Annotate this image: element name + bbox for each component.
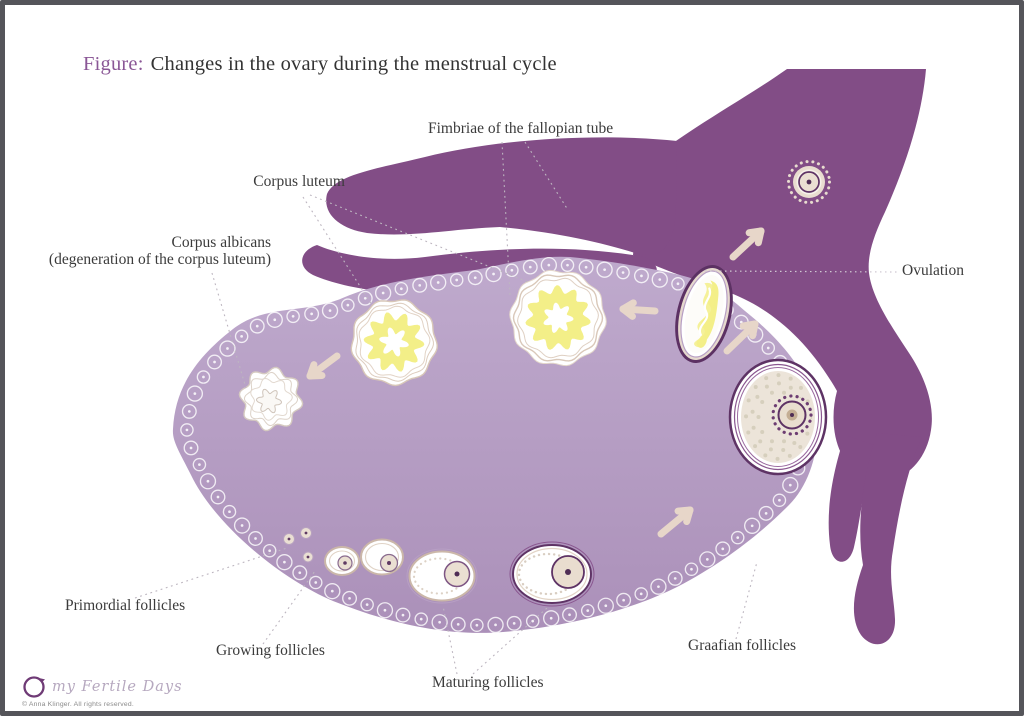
flow-arrow: [723, 320, 759, 355]
flow-arrow: [619, 299, 659, 320]
label-ovulation: Ovulation: [902, 262, 964, 279]
brand-logo: my Fertile Days: [21, 673, 183, 700]
label-maturing-follicles: Maturing follicles: [432, 674, 544, 691]
primordial-follicles: [283, 527, 314, 563]
corpus-albicans: [238, 366, 304, 432]
leader-maturing-2: [472, 607, 548, 675]
flow-arrow: [306, 352, 341, 380]
label-corpus-albicans: Corpus albicans (degeneration of the cor…: [48, 234, 271, 268]
flow-arrow: [657, 506, 694, 538]
flow-arrow: [729, 227, 765, 261]
figure-title-text: Changes in the ovary during the menstrua…: [150, 53, 557, 75]
label-fimbriae: Fimbriae of the fallopian tube: [428, 120, 614, 137]
label-corpus-luteum: Corpus luteum: [253, 173, 345, 190]
growing-follicle-large: [360, 538, 404, 576]
ovulated-egg: [787, 160, 831, 204]
copyright-text: © Anna Klinger. All rights reserved.: [22, 701, 134, 708]
figure-title: Figure: Changes in the ovary during the m…: [83, 53, 557, 76]
leader-maturing-1: [442, 605, 458, 675]
cycle-ring-icon: [23, 676, 45, 698]
figure-title-prefix: Figure:: [83, 53, 144, 75]
leader-growing: [262, 570, 316, 645]
ovary-body: [172, 256, 818, 633]
leader-primordial: [134, 547, 288, 599]
label-corpus-albicans-line2: (degeneration of the corpus luteum): [48, 250, 271, 268]
leader-fimbriae-1: [501, 141, 511, 296]
label-corpus-albicans-line1: Corpus albicans: [171, 234, 271, 251]
corpus-luteum-degenerating: [350, 299, 438, 387]
maturing-follicle-large: [509, 541, 595, 607]
growing-follicle-small: [324, 546, 360, 576]
brand-name: my Fertile Days: [52, 678, 183, 695]
label-graafian-follicles: Graafian follicles: [688, 637, 797, 654]
label-growing-follicles: Growing follicles: [216, 642, 325, 659]
corpus-luteum: [509, 269, 607, 367]
maturing-follicle-small: [406, 548, 478, 604]
leader-graafian: [735, 561, 758, 640]
label-primordial-follicles: Primordial follicles: [65, 597, 186, 614]
ruptured-follicle-ovulation: [675, 265, 733, 363]
figure-canvas: Figure: Changes in the ovary during the m…: [5, 5, 1019, 711]
graafian-follicle: [728, 358, 828, 476]
leader-corpus-albicans: [211, 272, 247, 389]
ovary-diagram: [134, 69, 932, 675]
leader-ovulation: [704, 270, 898, 273]
leader-corpus-luteum-2: [309, 194, 529, 283]
